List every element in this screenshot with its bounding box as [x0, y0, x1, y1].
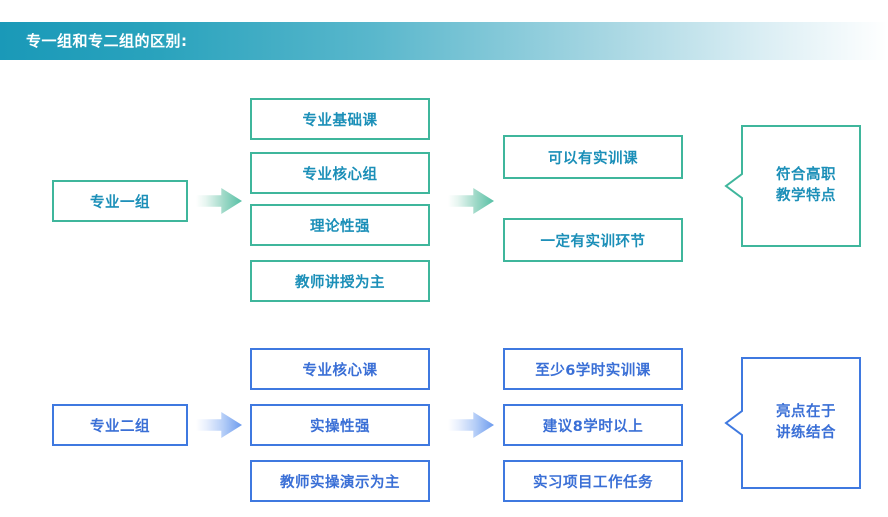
group2-callout[interactable]: 亮点在于 讲练结合: [724, 357, 861, 489]
group1-source-node[interactable]: 专业一组: [52, 180, 188, 222]
group2-col2-item-2[interactable]: 建议8学时以上: [503, 404, 683, 446]
group2-right-arrow-icon-2: [448, 412, 494, 438]
group2-source-node[interactable]: 专业二组: [52, 404, 188, 446]
group1-callout-text: 符合高职 教学特点: [760, 126, 852, 246]
group2-callout-text: 亮点在于 讲练结合: [760, 358, 852, 488]
page-title: 专一组和专二组的区别:: [26, 32, 188, 50]
group1-col1-item-1[interactable]: 专业基础课: [250, 98, 430, 140]
group1-callout[interactable]: 符合高职 教学特点: [724, 125, 861, 247]
group1-col1-item-3[interactable]: 理论性强: [250, 204, 430, 246]
group2-col1-item-2[interactable]: 实操性强: [250, 404, 430, 446]
group1-callout-line2: 教学特点: [776, 188, 836, 204]
group1-col2-item-2[interactable]: 一定有实训环节: [503, 218, 683, 262]
group1-col1-item-4[interactable]: 教师讲授为主: [250, 260, 430, 302]
callout-outline-icon: [724, 357, 861, 489]
group1-col1-item-2[interactable]: 专业核心组: [250, 152, 430, 194]
header-band: 专一组和专二组的区别:: [0, 22, 888, 60]
group2-col1-item-1[interactable]: 专业核心课: [250, 348, 430, 390]
group2-col2-item-1[interactable]: 至少6学时实训课: [503, 348, 683, 390]
group2-col2-item-3[interactable]: 实习项目工作任务: [503, 460, 683, 502]
group2-callout-line1: 亮点在于: [776, 404, 836, 421]
group2-col1-item-3[interactable]: 教师实操演示为主: [250, 460, 430, 502]
group1-col2-item-1[interactable]: 可以有实训课: [503, 135, 683, 179]
group1-right-arrow-icon-1: [196, 188, 242, 214]
callout-outline-icon: [724, 125, 861, 247]
group1-callout-line1: 符合高职: [776, 167, 836, 184]
group2-callout-line2: 讲练结合: [776, 425, 836, 441]
group2-right-arrow-icon-1: [196, 412, 242, 438]
group1-right-arrow-icon-2: [448, 188, 494, 214]
